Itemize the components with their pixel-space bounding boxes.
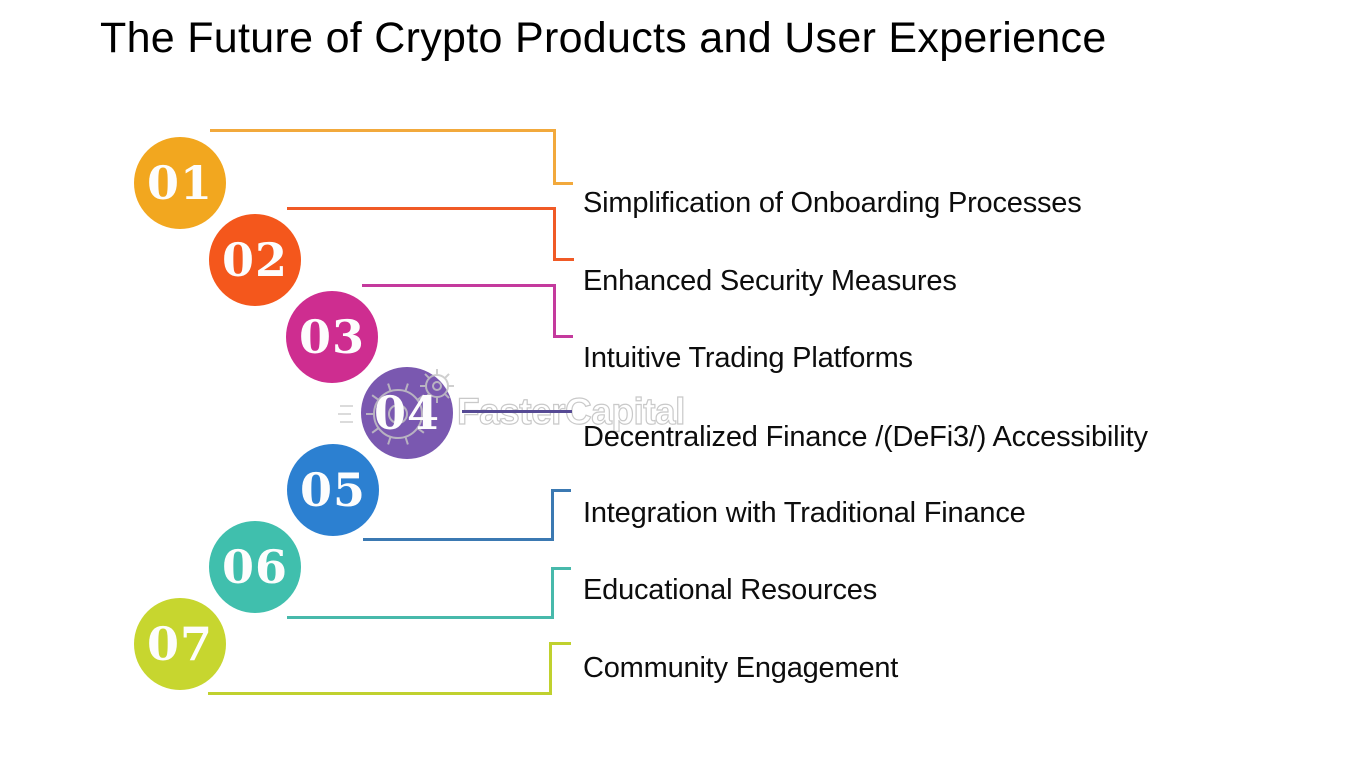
connector-line [363, 538, 554, 541]
step-circle-05: 05 [287, 444, 379, 536]
connector-line [462, 410, 572, 413]
connector-line [551, 489, 571, 492]
gear-icon [338, 369, 454, 445]
step-label: Integration with Traditional Finance [583, 496, 1026, 529]
connector-line [553, 335, 573, 338]
step-number: 02 [221, 233, 288, 287]
step-label: Decentralized Finance /(DeFi3/) Accessib… [583, 420, 1148, 453]
step-circle-02: 02 [209, 214, 301, 306]
connector-line [362, 284, 556, 287]
connector-line [553, 129, 556, 185]
step-number: 05 [299, 463, 366, 517]
connector-line [208, 692, 552, 695]
step-number: 06 [221, 540, 288, 594]
step-circle-03: 03 [286, 291, 378, 383]
connector-line [210, 129, 556, 132]
step-label: Educational Resources [583, 573, 878, 606]
step-number: 01 [146, 156, 213, 210]
page-title: The Future of Crypto Products and User E… [100, 14, 1107, 62]
connector-line [553, 284, 556, 338]
step-circle-06: 06 [209, 521, 301, 613]
connector-line [553, 258, 574, 261]
connector-line [553, 182, 573, 185]
connector-line [551, 567, 571, 570]
step-circle-07: 07 [134, 598, 226, 690]
connector-line [287, 616, 554, 619]
connector-line [551, 489, 554, 541]
connector-line [551, 567, 554, 619]
step-number: 04 [373, 386, 440, 440]
step-label: Community Engagement [583, 651, 899, 684]
step-circle-01: 01 [134, 137, 226, 229]
step-label: Intuitive Trading Platforms [583, 341, 913, 374]
connector-line [549, 642, 552, 695]
connector-line [553, 207, 556, 261]
connector-line [287, 207, 556, 210]
step-number: 03 [298, 310, 365, 364]
step-number: 07 [146, 617, 213, 671]
connector-line [549, 642, 571, 645]
step-label: Simplification of Onboarding Processes [583, 186, 1082, 219]
step-label: Enhanced Security Measures [583, 264, 957, 297]
